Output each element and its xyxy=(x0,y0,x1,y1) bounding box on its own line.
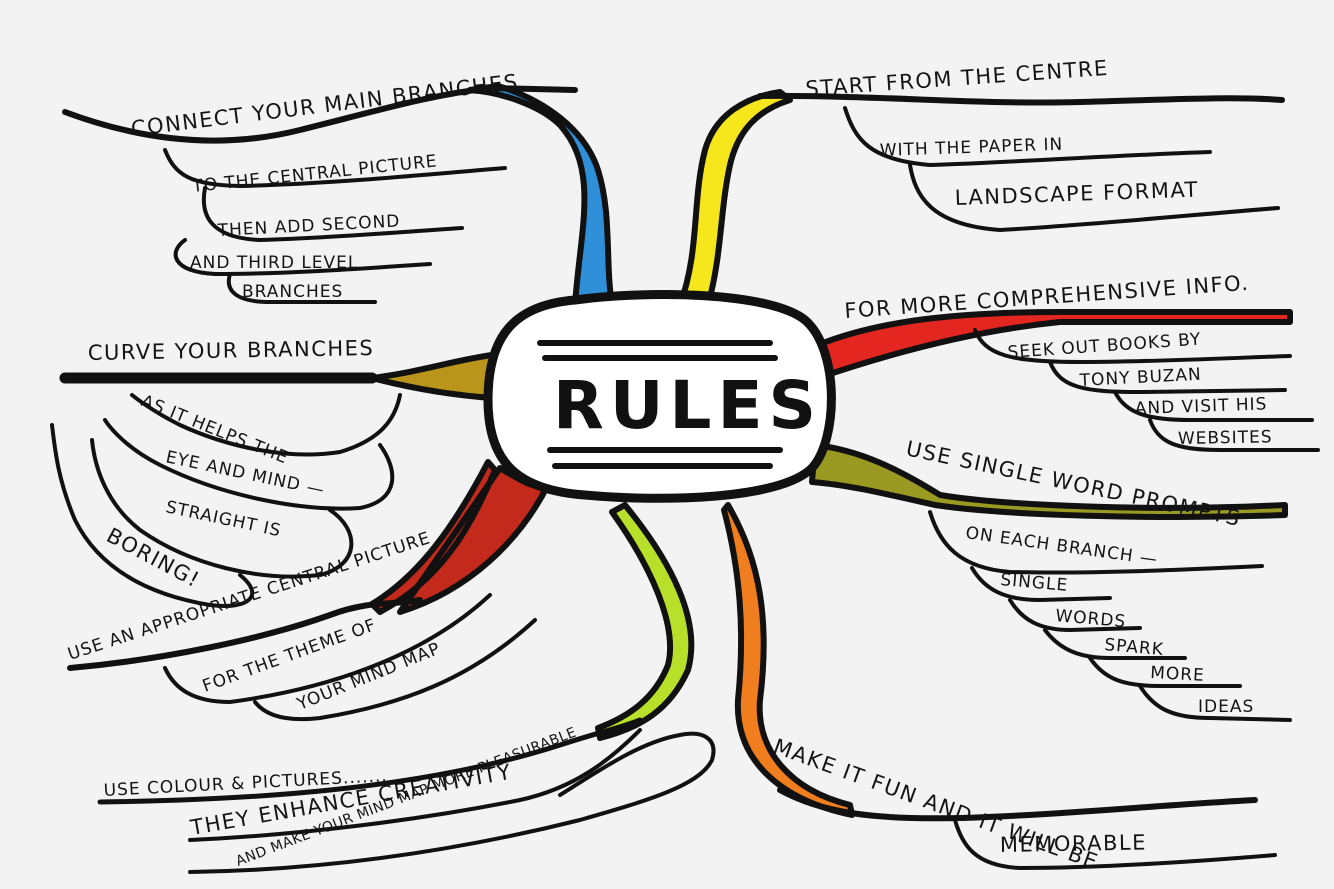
connect-text-1: CONNECT YOUR MAIN BRANCHES xyxy=(130,70,520,141)
branch-olive xyxy=(809,442,1288,520)
start-text-2: WITH THE PAPER IN xyxy=(879,135,1063,161)
single-line-4 xyxy=(1008,598,1142,632)
connect-line-4 xyxy=(173,238,432,276)
connect-main-line xyxy=(62,85,578,144)
colour-line-3 xyxy=(188,731,716,874)
curve-text-4: STRAIGHT IS xyxy=(164,497,283,541)
colour-main-line xyxy=(97,717,643,805)
single-line-6 xyxy=(1088,656,1242,688)
info-text-5: WEBSITES xyxy=(1178,427,1273,449)
branch-blue xyxy=(467,83,615,308)
curve-line-4 xyxy=(90,438,354,579)
info-line-2 xyxy=(973,328,1292,364)
single-text-2: ON EACH BRANCH — xyxy=(964,523,1159,570)
start-text-3: LANDSCAPE FORMAT xyxy=(954,177,1199,210)
single-line-2 xyxy=(928,510,1264,575)
start-line-2 xyxy=(843,106,1212,167)
connect-line-3 xyxy=(201,186,464,242)
start-text-1: START FROM THE CENTRE xyxy=(805,56,1110,101)
appropriate-main-line xyxy=(67,597,423,671)
curve-line-5 xyxy=(50,423,255,608)
start-main-line xyxy=(757,92,1285,106)
curve-line-3 xyxy=(103,418,395,511)
single-line-3 xyxy=(970,566,1112,602)
branch-red xyxy=(815,309,1293,381)
curve-text-1: CURVE YOUR BRANCHES xyxy=(88,336,375,365)
connect-line-5 xyxy=(226,272,377,304)
single-text-6: MORE xyxy=(1150,663,1206,686)
branch-ochre xyxy=(369,352,495,401)
single-line-7 xyxy=(1138,684,1292,722)
info-line-5 xyxy=(1148,418,1320,452)
connect-text-5: BRANCHES xyxy=(242,282,343,302)
connect-text-2: TO THE CENTRAL PICTURE xyxy=(190,151,438,197)
colour-line-2 xyxy=(188,728,642,842)
single-text-7: IDEAS xyxy=(1198,697,1254,717)
fun-line-2 xyxy=(953,818,1277,870)
curve-line-2 xyxy=(130,393,402,457)
info-line-3 xyxy=(1048,360,1287,394)
start-line-3 xyxy=(908,163,1280,232)
info-line-4 xyxy=(1113,390,1314,422)
branch-lime xyxy=(595,502,695,741)
info-text-4: AND VISIT HIS xyxy=(1134,394,1267,419)
appropriate-line-2 xyxy=(163,593,492,704)
single-line-5 xyxy=(1043,628,1187,660)
connect-line-2 xyxy=(163,148,507,188)
appropriate-line-3 xyxy=(253,618,537,722)
central-title: RULES xyxy=(553,367,822,444)
info-text-2: SEEK OUT BOOKS BY xyxy=(1007,330,1202,363)
branch-yellow xyxy=(677,89,793,308)
connect-text-4: AND THIRD LEVEL xyxy=(190,253,358,273)
info-text-3: TONY BUZAN xyxy=(1078,365,1202,391)
fun-text-2: MEMORABLE xyxy=(1000,830,1147,857)
fun-main-line xyxy=(777,787,1258,822)
